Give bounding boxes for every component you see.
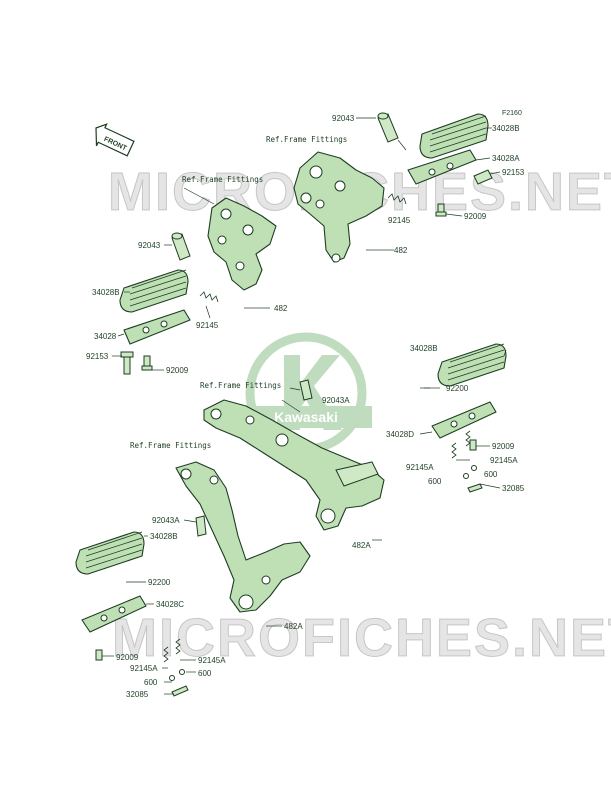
label-482-r: 482: [394, 246, 408, 255]
label-34028b-l: 34028B: [92, 288, 120, 297]
footpeg-rubber-34028b-left: [119, 269, 189, 313]
spring-92145-r: [387, 193, 407, 205]
label-92009-l: 92009: [166, 366, 189, 375]
label-92145a-r1: 92145A: [406, 463, 434, 472]
right-footrest-bracket-upper: [293, 151, 385, 263]
label-92145a-b2: 92145A: [130, 664, 158, 673]
label-34028a: 34028A: [492, 154, 520, 163]
label-600-r1: 600: [428, 477, 442, 486]
label-34028c: 34028C: [156, 600, 184, 609]
left-footrest-bracket-upper: [207, 197, 277, 291]
ref-frame-fittings-mid: Ref.Frame Fittings: [200, 381, 281, 390]
spring-92145a-r1: [451, 442, 457, 459]
ref-frame-fittings-left: Ref.Frame Fittings: [182, 175, 263, 184]
pin-92043-top: [377, 112, 399, 143]
pin-32085-r: [467, 483, 483, 493]
ref-frame-fittings-top: Ref.Frame Fittings: [266, 135, 347, 144]
label-92043a-m: 92043A: [322, 396, 350, 405]
passenger-bracket-left: [175, 461, 311, 613]
label-92153-r: 92153: [502, 168, 525, 177]
label-600-r2: 600: [484, 470, 498, 479]
bolt-92009-bl: [95, 649, 103, 661]
ball-600-b1: [169, 675, 175, 681]
footpeg-rubber-34028b-top: [419, 113, 489, 159]
label-92043-top: 92043: [332, 114, 355, 123]
ball-600-r2: [471, 465, 477, 471]
ball-600-b2: [179, 669, 185, 675]
label-32085-b: 32085: [126, 690, 149, 699]
ball-600-r1: [463, 473, 469, 479]
pin-92043-left: [171, 232, 191, 261]
label-92043a-l: 92043A: [152, 516, 180, 525]
label-482a-m: 482A: [352, 541, 371, 550]
label-32085-r: 32085: [502, 484, 525, 493]
footpeg-34028: [123, 309, 191, 345]
front-arrow-icon: FRONT: [95, 123, 135, 157]
label-92145a-r2: 92145A: [490, 456, 518, 465]
label-92145-r: 92145: [388, 216, 411, 225]
spring-92145a-b1: [163, 646, 169, 663]
passenger-bracket-right: [203, 399, 385, 531]
label-34028b-bl: 34028B: [150, 532, 178, 541]
logo-text: Kawasaki: [274, 409, 338, 425]
pin-32085-b: [171, 685, 189, 697]
ref-frame-fittings-low: Ref.Frame Fittings: [130, 441, 211, 450]
label-34028b-tr: 34028B: [492, 124, 520, 133]
label-92009-bl: 92009: [116, 653, 139, 662]
bolt-92009-mr: [469, 439, 477, 451]
label-92200-r: 92200: [446, 384, 469, 393]
label-92043-l: 92043: [138, 241, 161, 250]
pin-92043a-left: [195, 515, 207, 537]
pin-92043a-mid: [299, 379, 313, 401]
label-34028b-mr: 34028B: [410, 344, 438, 353]
label-482-l: 482: [274, 304, 288, 313]
label-600-b1: 600: [198, 669, 212, 678]
bolt-92009-l: [141, 355, 153, 371]
label-92009-mr: 92009: [492, 442, 515, 451]
footpeg-rubber-34028b-mr: [437, 343, 507, 387]
label-482a-b: 482A: [284, 622, 303, 631]
label-92200-l: 92200: [148, 578, 171, 587]
bolt-92009-r: [435, 203, 447, 217]
watermark-bottom: MICROFICHES.NET: [112, 608, 611, 668]
label-92145-l: 92145: [196, 321, 219, 330]
footpeg-34028d: [431, 401, 497, 439]
label-92145a-b1: 92145A: [198, 656, 226, 665]
label-600-b2: 600: [144, 678, 158, 687]
spring-92145a-r2: [465, 430, 471, 447]
label-92153-l: 92153: [86, 352, 109, 361]
bolt-92153-r: [473, 169, 493, 185]
label-34028d: 34028D: [386, 430, 414, 439]
label-34028: 34028: [94, 332, 117, 341]
footpeg-rubber-34028b-bl: [75, 531, 145, 575]
spring-92145a-b2: [175, 638, 181, 655]
bolt-92153-l: [120, 351, 134, 375]
label-92009-r: 92009: [464, 212, 487, 221]
figure-code: F2160: [502, 110, 522, 117]
spring-92145-l: [199, 291, 219, 303]
footpeg-34028c: [81, 595, 147, 633]
